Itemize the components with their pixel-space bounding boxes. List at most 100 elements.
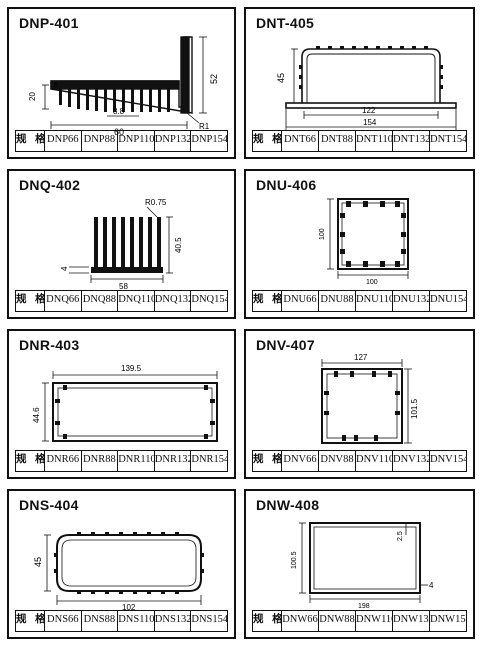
spec-table: 规 格 DNS66 DNS88 DNS110 DNS132 DNS154 (15, 610, 228, 632)
panel-dnw-408: DNW-408 100.5 2.5 198 4 规 格 DNW66 DNW88 … (244, 489, 475, 639)
dim-44-6: 44.6 (32, 407, 41, 423)
model-cell: DNP132 (153, 131, 190, 151)
model-cell: DNW110 (355, 611, 392, 631)
profile-drawing-dnv-407: 127 101.5 (321, 353, 419, 444)
spec-table: 规 格 DNT66 DNT88 DNT110 DNT132 DNT154 (252, 130, 467, 152)
dim-5: 5 (54, 82, 58, 89)
dim-52: 52 (209, 74, 219, 84)
spec-label: 规 格 (16, 294, 44, 305)
panel-code: DNR-403 (19, 337, 80, 353)
model-cell: DNS66 (44, 611, 81, 631)
profile-drawing-dnu-406: 100 100 (319, 198, 409, 286)
panel-code: DNT-405 (256, 15, 315, 31)
spec-label: 规 格 (253, 134, 281, 145)
spec-label: 规 格 (253, 614, 281, 625)
model-cell: DNQ154 (190, 291, 227, 311)
model-cell: DNQ66 (44, 291, 81, 311)
spec-table: 规 格 DNV66 DNV88 DNV110 DNV132 DNV154 (252, 450, 467, 472)
spec-label: 规 格 (16, 134, 44, 145)
dim-height-100: 100 (319, 228, 326, 240)
model-cell: DNQ88 (80, 291, 118, 311)
model-cell: DNR88 (80, 451, 118, 471)
panel-dnt-405: DNT-405 45 122 154 (244, 7, 475, 159)
model-cell: DNP110 (117, 131, 154, 151)
profile-drawing-dns-404: 45 102 (33, 532, 204, 612)
model-cell: DNV154 (429, 451, 466, 471)
dim-60: 60 (114, 127, 124, 137)
dim-2-5: 2.5 (397, 531, 404, 541)
panel-code: DNQ-402 (19, 177, 81, 193)
model-cell: DNU132 (392, 291, 429, 311)
model-cell: DNW154 (429, 611, 466, 631)
model-cell: DNU154 (429, 291, 466, 311)
model-cell: DNT110 (355, 131, 392, 151)
model-cell: DNS132 (153, 611, 190, 631)
dim-122: 122 (362, 106, 376, 115)
profile-drawing-dnp-401: 20 5 52 8.8 60 R1 (28, 36, 219, 137)
model-cell: DNU88 (318, 291, 355, 311)
model-cell: DNW132 (392, 611, 429, 631)
model-cell: DNS110 (117, 611, 154, 631)
dim-width-100: 100 (366, 279, 378, 286)
panel-code: DNU-406 (256, 177, 317, 193)
model-cell: DNT132 (392, 131, 429, 151)
model-cell: DNS154 (190, 611, 227, 631)
panel-code: DNS-404 (19, 497, 79, 513)
dim-8-8: 8.8 (113, 107, 125, 116)
model-cell: DNU110 (355, 291, 392, 311)
panel-dns-404: DNS-404 45 102 规 (7, 489, 236, 639)
spec-table: 规 格 DNU66 DNU88 DNU110 DNU132 DNU154 (252, 290, 467, 312)
spec-label: 规 格 (253, 454, 281, 465)
panel-dnv-407: DNV-407 127 101.5 规 格 DNV66 DNV88 D (244, 329, 475, 479)
model-cell: DNQ110 (117, 291, 154, 311)
spec-label: 规 格 (253, 294, 281, 305)
dim-154: 154 (363, 118, 377, 127)
model-cell: DNP66 (44, 131, 81, 151)
model-cell: DNQ132 (153, 291, 190, 311)
dim-100-5: 100.5 (291, 551, 298, 569)
panel-dnu-406: DNU-406 100 100 规 格 DNU66 (244, 169, 475, 319)
dim-127: 127 (354, 353, 368, 362)
panel-dnr-403: DNR-403 139.5 44.6 规 格 DNR66 DNR88 (7, 329, 236, 479)
dim-r0-75: R0.75 (145, 198, 167, 207)
dim-101-5: 101.5 (410, 398, 419, 419)
dim-45: 45 (276, 73, 286, 83)
spec-table: 规 格 DNP66 DNP88 DNP110 DNP132 DNP154 (15, 130, 228, 152)
dim-40-5: 40.5 (174, 237, 183, 253)
dim-58: 58 (119, 282, 128, 291)
model-cell: DNV110 (355, 451, 392, 471)
model-cell: DNT66 (281, 131, 318, 151)
model-cell: DNW88 (318, 611, 355, 631)
dim-139-5: 139.5 (121, 364, 142, 373)
spec-table: 规 格 DNR66 DNR88 DNR110 DNR132 DNR154 (15, 450, 228, 472)
model-cell: DNR132 (153, 451, 190, 471)
model-cell: DNP154 (190, 131, 227, 151)
model-cell: DNU66 (281, 291, 318, 311)
dim-198: 198 (358, 603, 370, 610)
model-cell: DNV66 (281, 451, 318, 471)
dim-4: 4 (60, 266, 69, 271)
panel-code: DNV-407 (256, 337, 315, 353)
panel-dnq-402: DNQ-402 R0.75 40.5 4 58 规 格 DNQ66 (7, 169, 236, 319)
spec-table: 规 格 DNW66 DNW88 DNW110 DNW132 DNW154 (252, 610, 467, 632)
panel-code: DNW-408 (256, 497, 320, 513)
model-cell: DNV88 (318, 451, 355, 471)
model-cell: DNW66 (281, 611, 318, 631)
spec-table: 规 格 DNQ66 DNQ88 DNQ110 DNQ132 DNQ154 (15, 290, 228, 312)
model-cell: DNR66 (44, 451, 81, 471)
profile-drawing-dnq-402: R0.75 40.5 4 58 (60, 198, 183, 291)
dim-102: 102 (122, 603, 136, 612)
profile-drawing-dnw-408: 100.5 2.5 198 4 (291, 522, 434, 610)
dim-45: 45 (33, 557, 43, 567)
dim-20: 20 (28, 92, 37, 101)
model-cell: DNR110 (117, 451, 154, 471)
panel-code: DNP-401 (19, 15, 79, 31)
dim-r1: R1 (199, 122, 210, 131)
model-cell: DNT88 (318, 131, 355, 151)
model-cell: DNT154 (429, 131, 466, 151)
model-cell: DNR154 (190, 451, 227, 471)
model-cell: DNS88 (80, 611, 118, 631)
spec-label: 规 格 (16, 454, 44, 465)
panel-dnp-401: DNP-401 (7, 7, 236, 159)
